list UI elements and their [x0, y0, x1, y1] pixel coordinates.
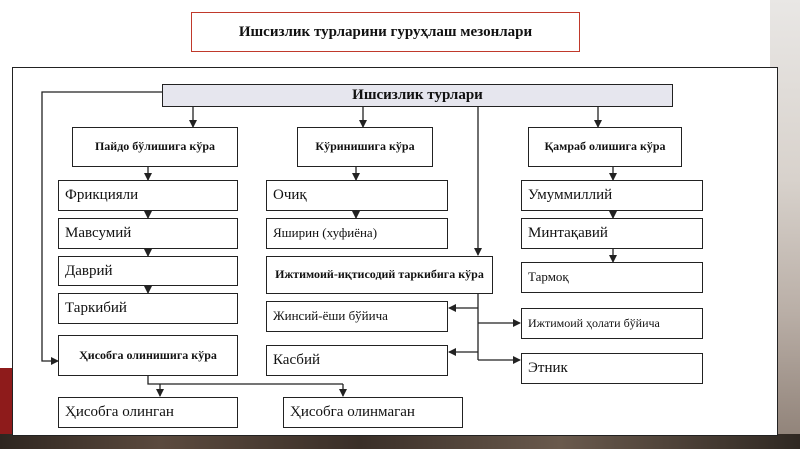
col1-item: Мавсумий — [58, 218, 238, 249]
background-strip-bottom — [0, 434, 800, 449]
slide-title: Ишсизлик турларини гуруҳлаш мезонлари — [191, 12, 580, 52]
col2-item: Яширин (хуфиёна) — [266, 218, 448, 249]
col3-header: Қамраб олишига кўра — [528, 127, 682, 167]
col1-item: Даврий — [58, 256, 238, 286]
col2-subitem: Касбий — [266, 345, 448, 376]
left-accent-bar — [0, 368, 12, 434]
col2-subheader: Ижтимоий-иқтисодий таркибига кўра — [266, 256, 493, 294]
col2-header: Кўринишига кўра — [297, 127, 433, 167]
col3-subitem: Этник — [521, 353, 703, 384]
col2-subitem: Жинсий-ёши бўйича — [266, 301, 448, 332]
col1-subitem: Ҳисобга олинмаган — [283, 397, 463, 428]
col1-item: Фрикцияли — [58, 180, 238, 211]
col1-subheader: Ҳисобга олинишига кўра — [58, 335, 238, 376]
root-node: Ишсизлик турлари — [162, 84, 673, 107]
col3-item: Тармоқ — [521, 262, 703, 293]
col3-subitem: Ижтимоий ҳолати бўйича — [521, 308, 703, 339]
col3-item: Минтақавий — [521, 218, 703, 249]
col2-item: Очиқ — [266, 180, 448, 211]
col3-item: Умуммиллий — [521, 180, 703, 211]
col1-item: Таркибий — [58, 293, 238, 324]
col1-subitem: Ҳисобга олинган — [58, 397, 238, 428]
col1-header: Пайдо бўлишига кўра — [72, 127, 238, 167]
